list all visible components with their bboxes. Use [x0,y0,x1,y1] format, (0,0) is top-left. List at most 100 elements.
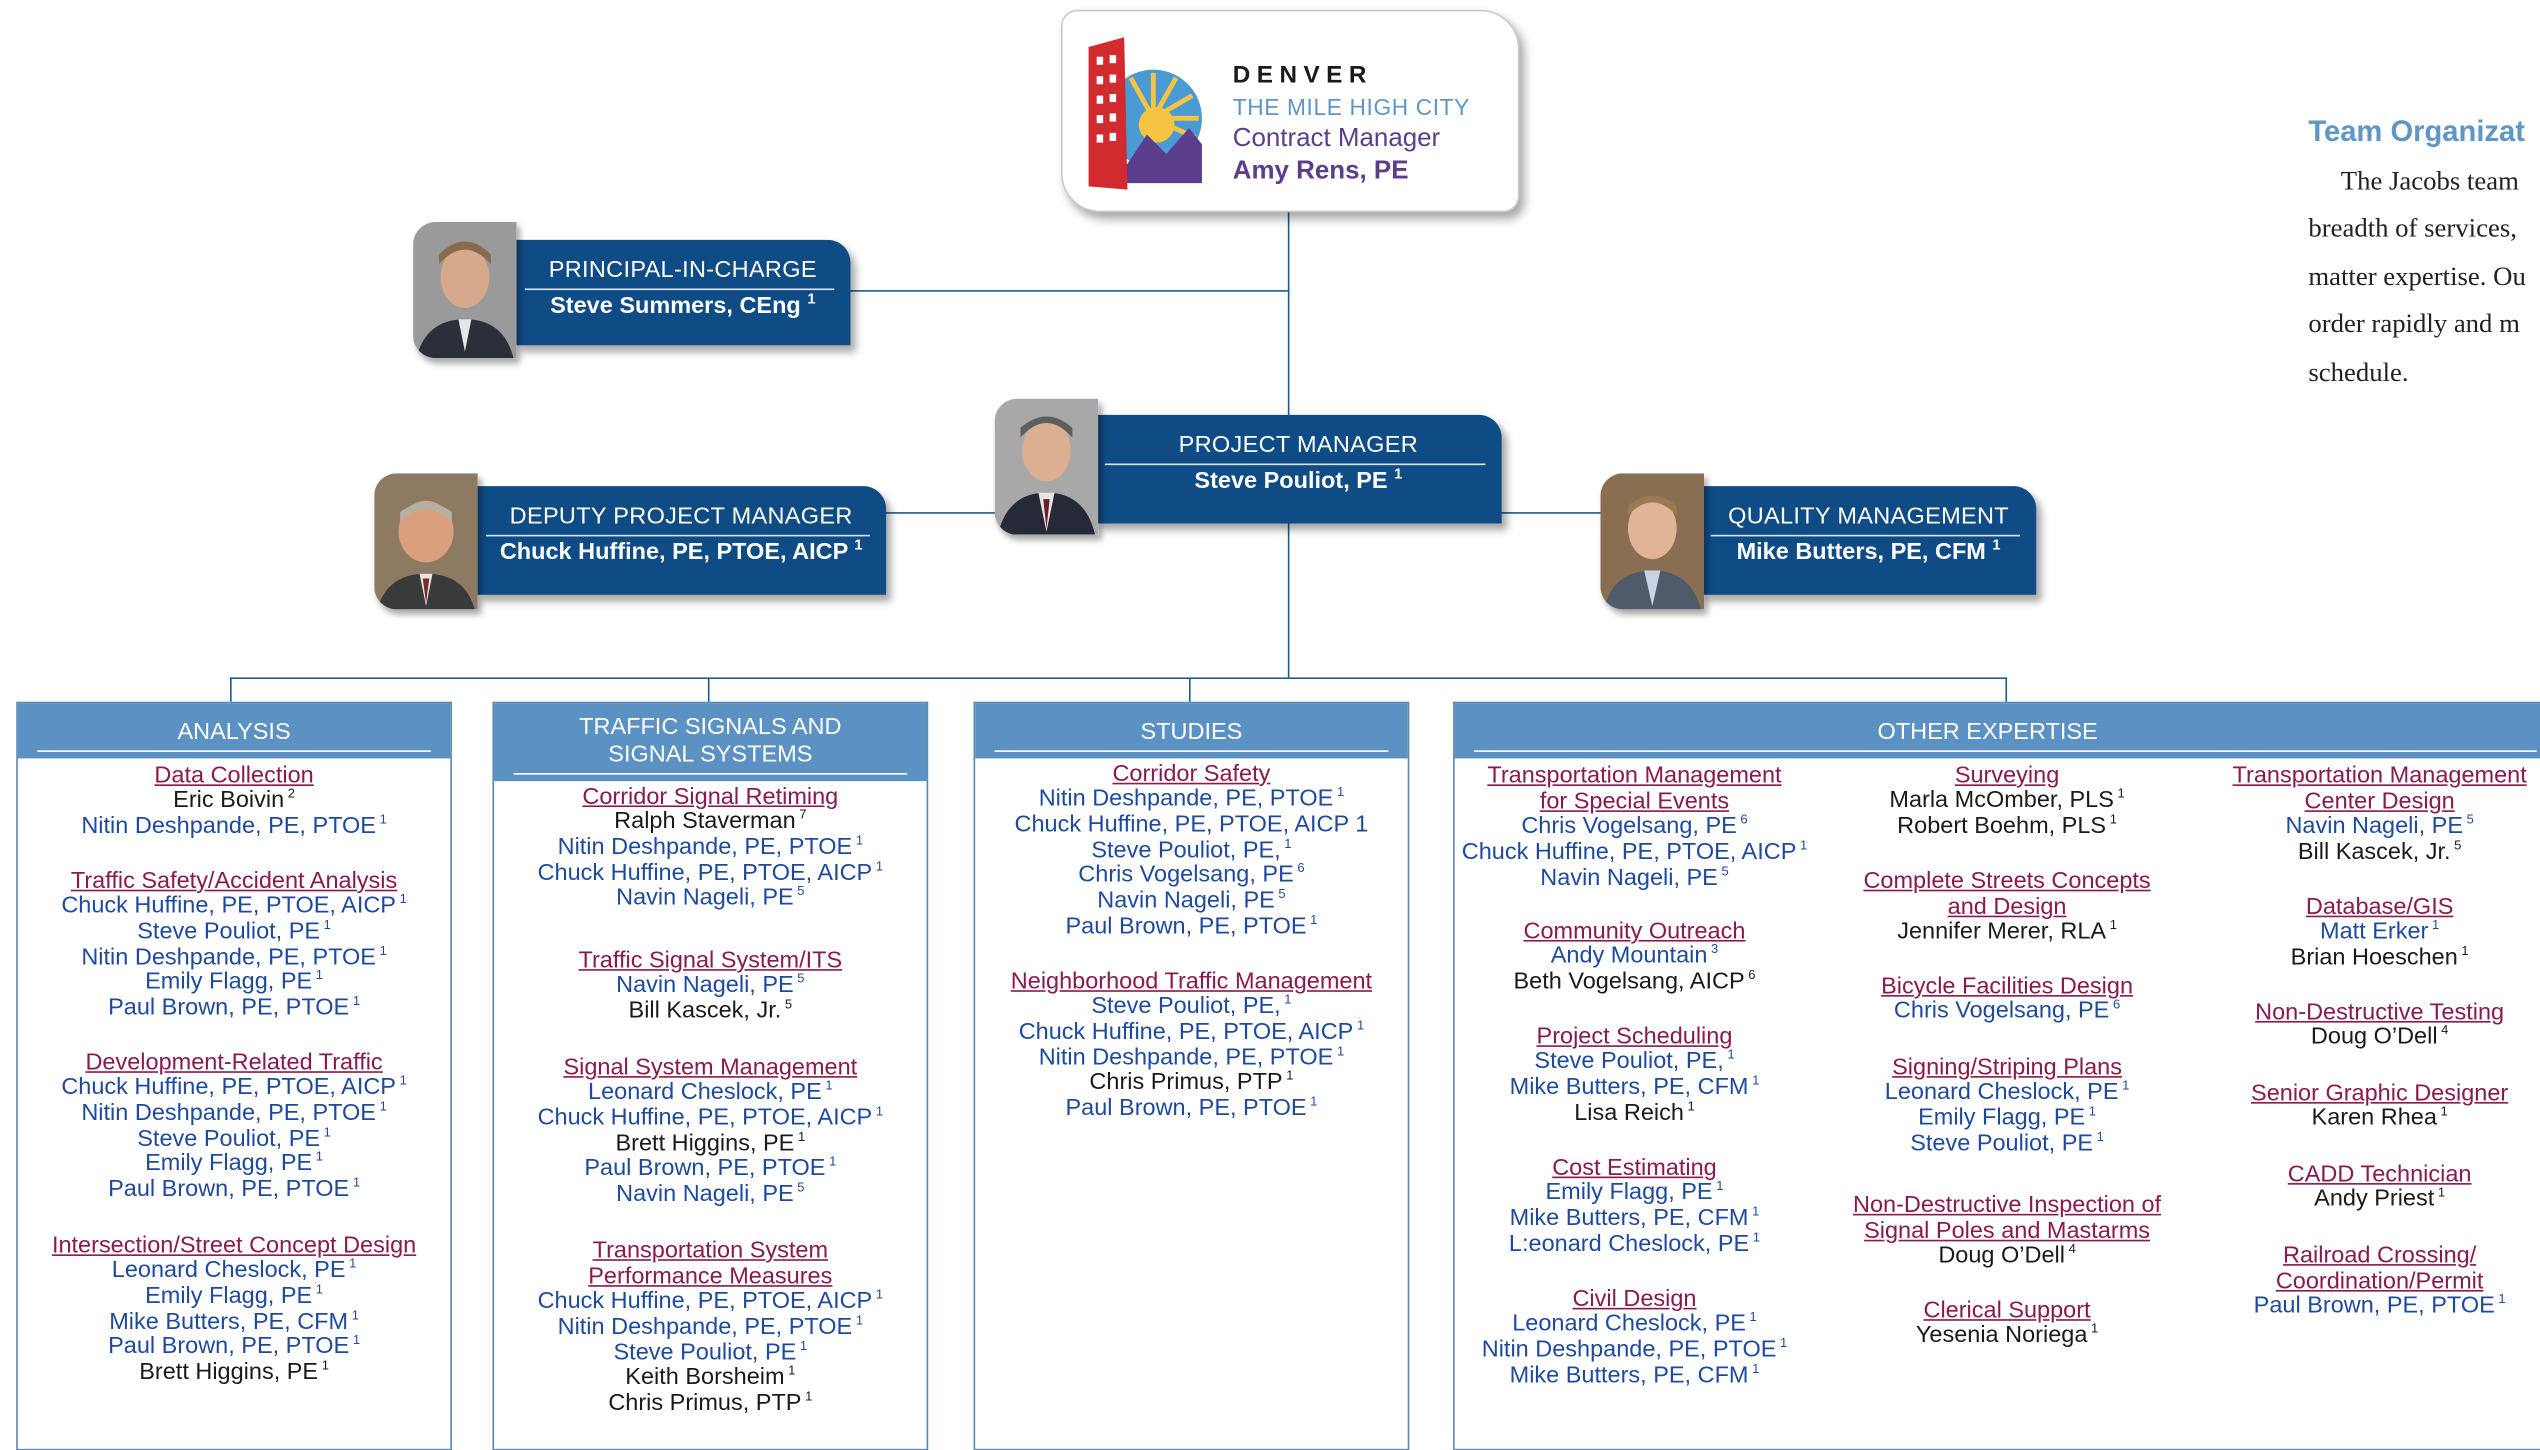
section-title: for Special Events [1539,789,1730,816]
section-title: Transportation Management [2232,763,2527,790]
team-member: Chuck Huffine, PE, PTOE, AICP 1 [61,1073,407,1101]
denver-wordmark: DENVER [1232,61,1373,90]
team-member: Chris Primus, PTP 1 [608,1389,813,1417]
section-title: CADD Technician [2287,1161,2472,1188]
team-member: Steve Pouliot, PE, 1 [1091,992,1292,1020]
team-member: Andy Mountain 3 [1550,941,1719,970]
team-member: Emily Flagg, PE 1 [145,968,324,996]
section-title: and Design [1947,894,2067,921]
contract-manager-name: Amy Rens, PE [1232,157,1409,185]
team-member: Emily Flagg, PE 1 [1545,1178,1724,1206]
team-member: Navin Nageli, PE 5 [1097,887,1286,915]
quality-connector [1498,512,1603,514]
team-member: Leonard Cheslock, PE 1 [588,1077,833,1106]
team-member: Brett Higgins, PE 1 [139,1358,329,1386]
principal-in-charge-box: PRINCIPAL-IN-CHARGE Steve Summers, CEng … [515,239,851,346]
side-text-line: schedule. [2308,356,2409,388]
section-title: Signing/Striping Plans [1892,1055,2122,1081]
team-member: Steve Pouliot, PE 1 [613,1338,808,1366]
team-member: L:eonard Cheslock, PE 1 [1508,1229,1760,1257]
team-member: Nitin Deshpande, PE, PTOE 1 [1038,1043,1345,1071]
section-title: Corridor Signal Retiming [582,784,839,811]
team-member: Chris Vogelsang, PE 6 [1893,996,2121,1025]
deputy-pm-name: Chuck Huffine, PE, PTOE, AICP 1 [499,536,863,566]
section-title: Development-Related Traffic [85,1050,383,1077]
quality-management-box: QUALITY MANAGEMENT Mike Butters, PE, CFM… [1700,486,2037,595]
section-title: Clerical Support [1923,1298,2091,1325]
team-member: Navin Nageli, PE 5 [1540,863,1729,891]
principal-name: Steve Summers, CEng 1 [550,290,816,320]
section-title: Coordination/Permit [2275,1268,2484,1295]
side-text-line: order rapidly and m [2308,307,2520,339]
team-member: Steve Pouliot, PE 1 [137,1124,331,1152]
analysis-drop [230,677,232,704]
analysis-header: ANALYSIS [17,703,451,759]
section-title: Performance Measures [588,1264,833,1290]
side-text-line: breadth of services, [2308,212,2517,244]
team-member: Mike Butters, PE, CFM 1 [1509,1072,1760,1101]
team-member: Navin Nageli, PE 5 [616,884,805,912]
team-member: Paul Brown, PE, PTOE 1 [108,1333,361,1361]
team-member: Keith Borsheim 1 [625,1363,796,1392]
team-member: Emily Flagg, PE 1 [145,1149,324,1178]
team-member: Brett Higgins, PE 1 [615,1129,806,1157]
team-member: Nitin Deshpande, PE, PTOE 1 [81,942,387,971]
team-member: Paul Brown, PE, PTOE 1 [2253,1291,2506,1320]
team-member: Chris Vogelsang, PE 6 [1078,861,1305,889]
city-tagline: THE MILE HIGH CITY [1232,93,1470,120]
other-header: OTHER EXPERTISE [1454,703,2540,759]
team-member: Ralph Staverman 7 [614,807,807,835]
contract-manager-title: Contract Manager [1232,124,1441,153]
project-manager-box: PROJECT MANAGER Steve Pouliot, PE 1 [1095,414,1502,524]
team-member: Chuck Huffine, PE, PTOE, AICP 1 [537,1287,884,1315]
principal-connector [842,290,1290,292]
team-member: Paul Brown, PE, PTOE 1 [1065,1094,1318,1122]
section-title: Non-Destructive Testing [2255,999,2505,1026]
side-text-line: matter expertise. Ou [2308,260,2526,292]
studies-drop [1189,677,1191,704]
team-member: Chuck Huffine, PE, PTOE, AICP 1 [1018,1017,1365,1045]
quality-photo [1600,473,1705,610]
section-title: Surveying [1954,763,2060,790]
section-title: Civil Design [1572,1286,1697,1313]
team-member: Nitin Deshpande, PE, PTOE 1 [557,1312,864,1340]
team-member: Mike Butters, PE, CFM 1 [109,1307,359,1335]
team-member: Steve Pouliot, PE 1 [137,917,331,945]
team-member: Leonard Cheslock, PE 1 [1884,1077,2130,1106]
project-manager-photo [994,398,1099,535]
section-title: Complete Streets Concepts [1863,868,2151,895]
section-title: Intersection/Street Concept Design [51,1233,417,1260]
studies-header: STUDIES [975,703,1408,759]
team-member: Chuck Huffine, PE, PTOE, AICP 1 [537,1103,884,1131]
quality-title: QUALITY MANAGEMENT [1728,504,2009,530]
section-title: Community Outreach [1523,918,1746,945]
analysis-header-label: ANALYSIS [177,719,291,746]
team-member: Emily Flagg, PE 1 [1918,1103,2096,1131]
team-member: Lisa Reich 1 [1574,1098,1695,1126]
team-member: Brian Hoeschen 1 [2290,943,2469,971]
team-member: Steve Pouliot, PE 1 [1910,1129,2104,1157]
team-member: Paul Brown, PE, PTOE 1 [1065,912,1318,940]
deputy-pm-photo [374,473,478,610]
team-member: Chris Primus, PTP 1 [1089,1068,1294,1097]
section-title: Transportation Management [1487,763,1782,790]
team-organization-heading: Team Organizat [2308,115,2525,148]
team-member: Nitin Deshpande, PE, PTOE 1 [557,832,864,861]
project-manager-title: PROJECT MANAGER [1178,432,1419,459]
